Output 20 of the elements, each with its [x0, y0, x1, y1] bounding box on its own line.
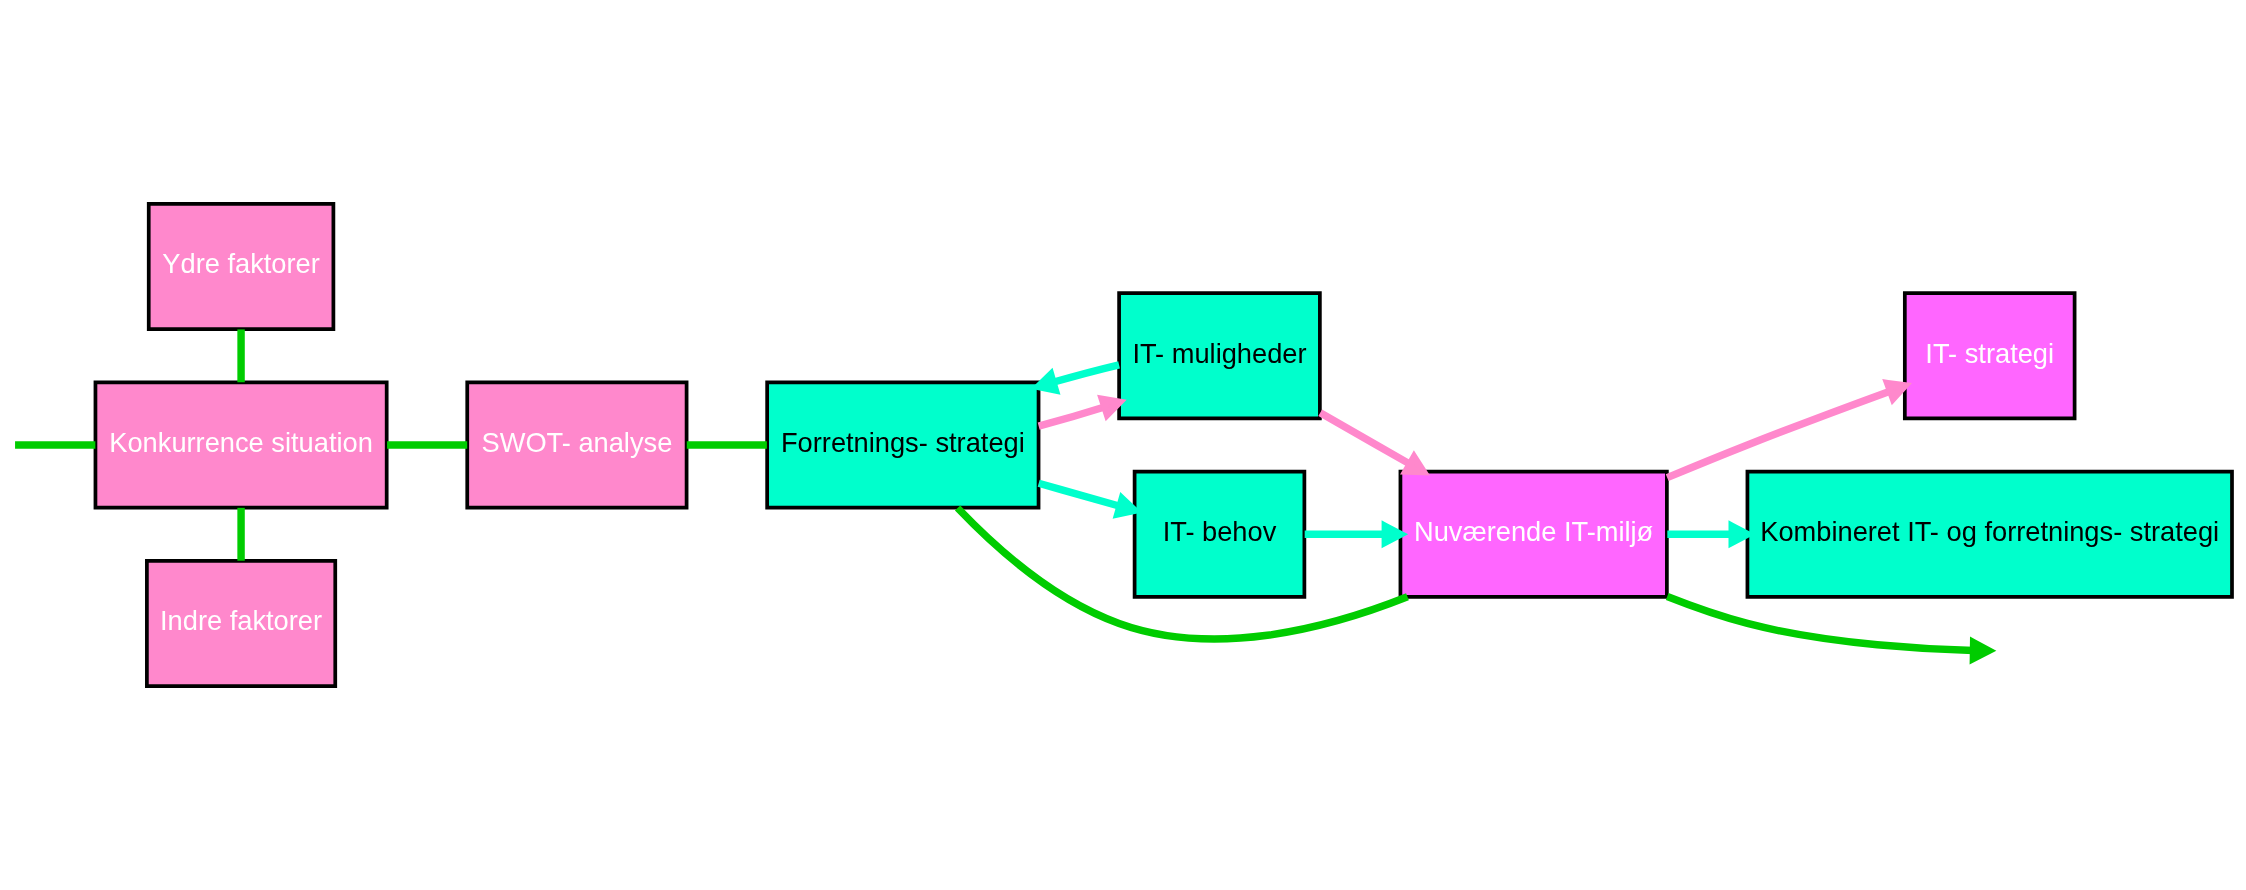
node-box: IT- strategi: [1902, 291, 2077, 421]
connector: [686, 441, 767, 449]
arrow: [1665, 593, 1997, 665]
node-box: IT- behov: [1132, 469, 1307, 599]
node-box: Ydre faktorer: [146, 202, 336, 331]
node-box: Kombineret IT- og forretnings- strategi: [1745, 469, 2234, 599]
connector: [237, 507, 245, 561]
node-box: SWOT- analyse: [465, 380, 689, 510]
node-box: Forretnings- strategi: [765, 380, 1041, 510]
node-box: Konkurrence situation: [93, 380, 389, 510]
connector: [387, 441, 468, 449]
arrow: [1665, 379, 1912, 482]
arrow: [1318, 409, 1430, 476]
connector: [954, 505, 1409, 643]
node-box: Nuværende IT-miljø: [1398, 469, 1669, 599]
arrow: [1304, 520, 1409, 549]
arrow: [1037, 394, 1127, 430]
node-box: IT- muligheder: [1117, 291, 1322, 421]
node-box: Indre faktorer: [145, 559, 338, 688]
connector: [237, 329, 245, 383]
